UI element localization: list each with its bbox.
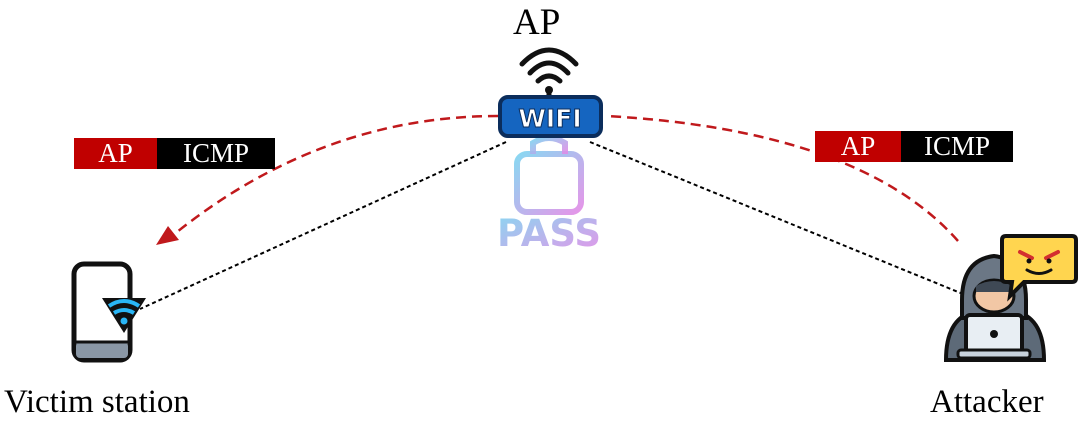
forged-packet-to-victim: AP ICMP (74, 138, 275, 169)
packet-ap-field: AP (74, 138, 157, 169)
packet-icmp-field: ICMP (901, 131, 1013, 162)
ap-title: AP (513, 2, 561, 43)
victim-station-label: Victim station (4, 384, 190, 420)
angry-chat-bubble-icon (1000, 234, 1078, 302)
forged-packet-from-attacker: AP ICMP (815, 131, 1013, 162)
router-text: WIFI (518, 104, 581, 133)
phone-icon (71, 261, 146, 363)
packet-icmp-field: ICMP (157, 138, 275, 169)
packet-ap-field: AP (815, 131, 901, 162)
pass-text: PASS (497, 212, 601, 255)
forged-path-ap-to-victim (171, 114, 499, 237)
wifi-router-icon: WIFI (498, 95, 603, 138)
attacker-hacker-icon (943, 253, 1047, 362)
attacker-label: Attacker (930, 384, 1044, 420)
password-pass-icon: PASS (497, 135, 601, 255)
arrowhead-to-victim (156, 226, 179, 245)
wifi-signal-icon (519, 47, 579, 100)
link-ap-attacker (589, 141, 969, 297)
